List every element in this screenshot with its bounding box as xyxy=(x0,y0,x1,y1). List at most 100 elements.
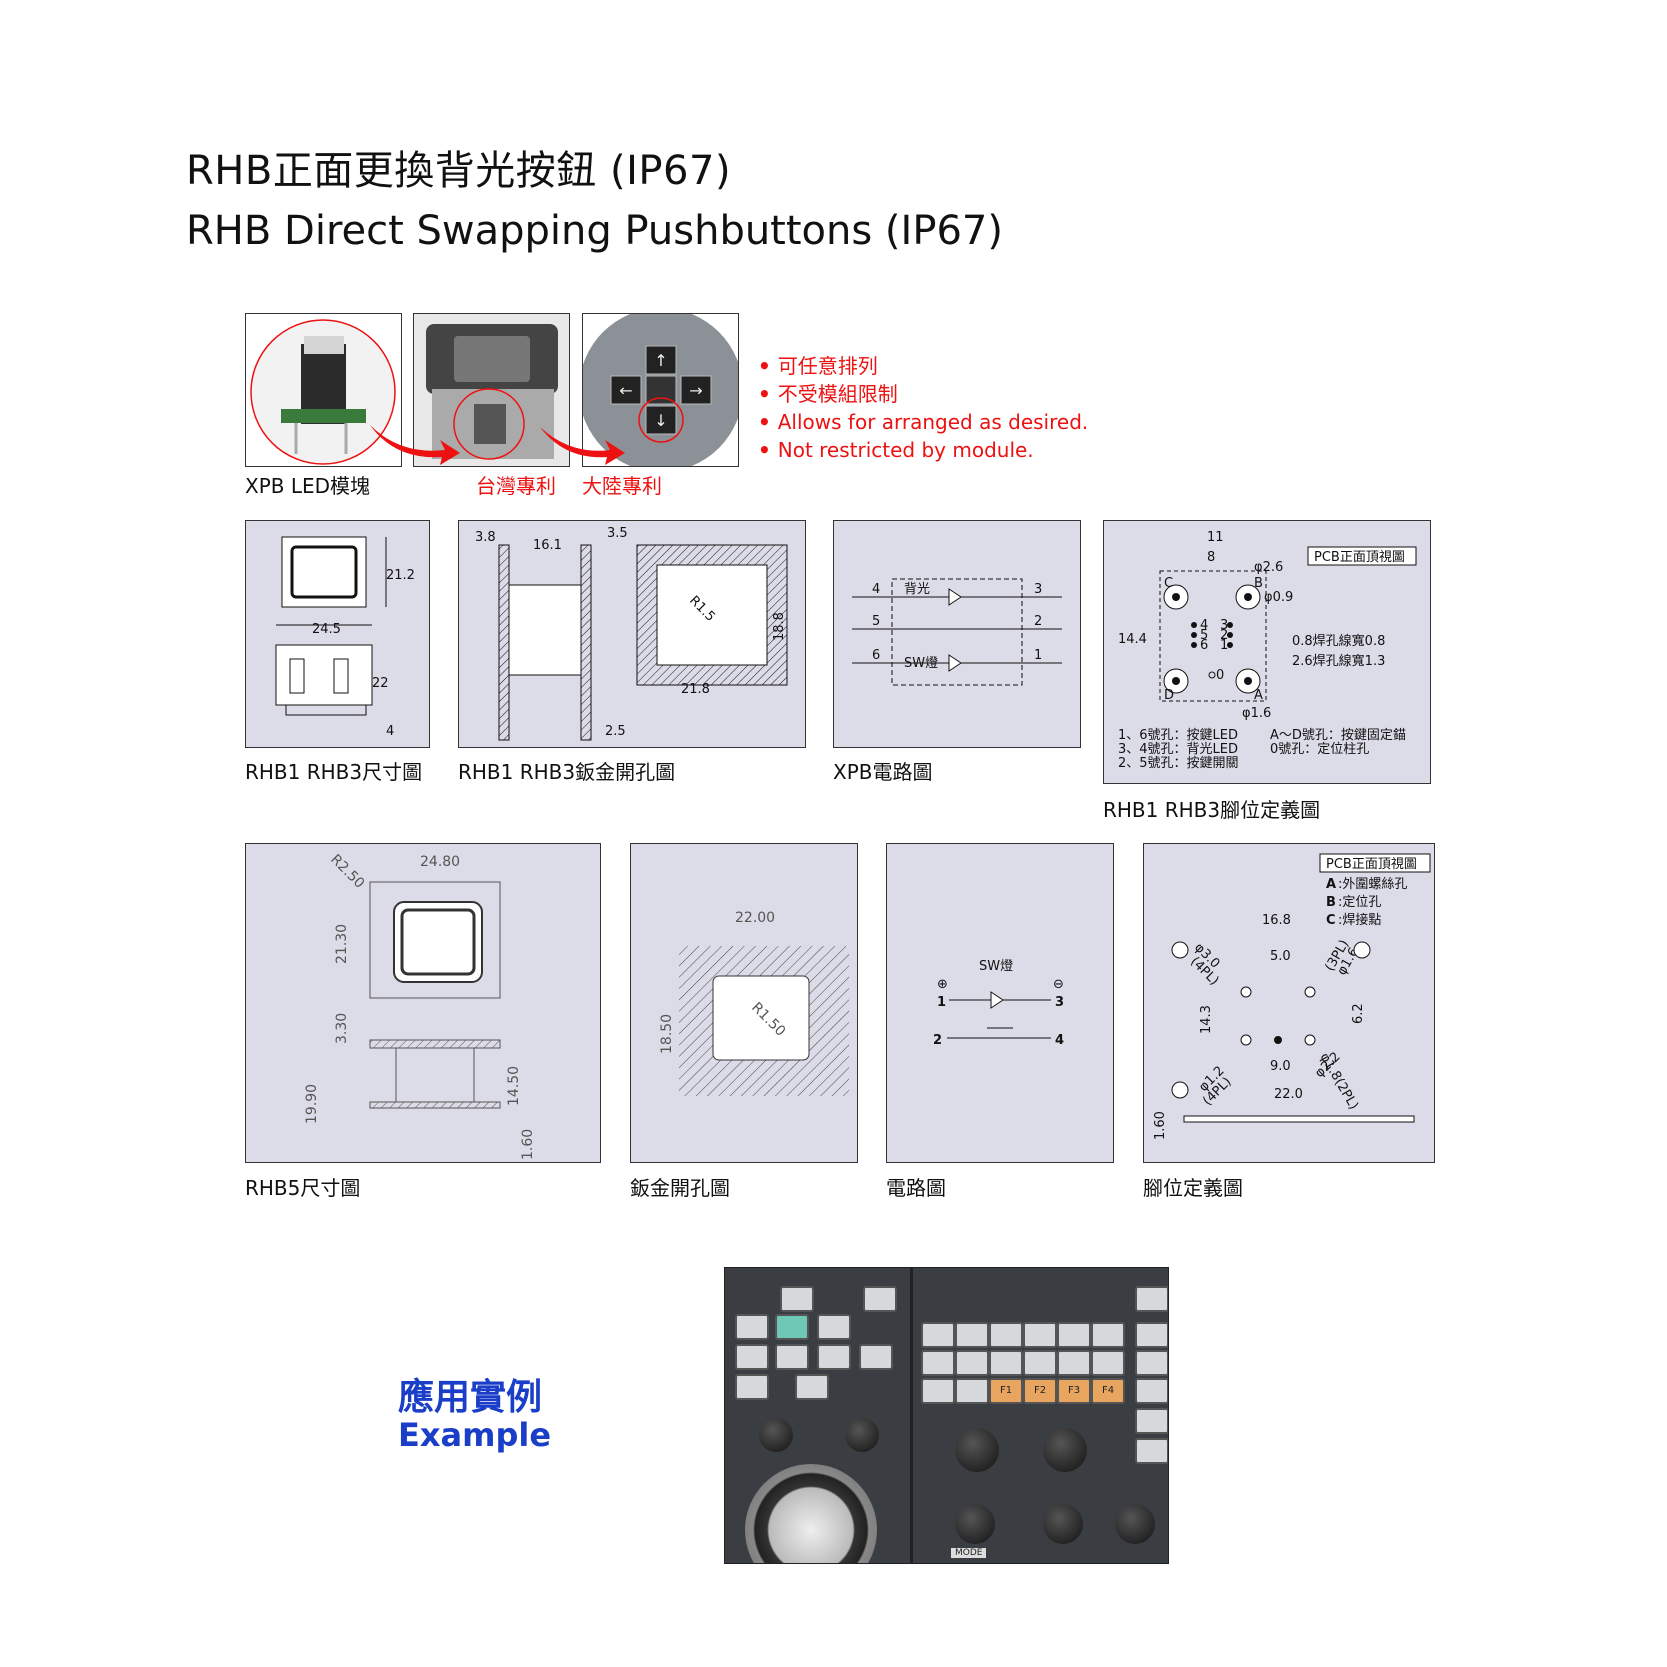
dim-144: 14.4 xyxy=(1118,632,1147,647)
pin-left-5: 5 xyxy=(1200,628,1208,643)
caption-taiwan-patent: 台灣專利 xyxy=(476,474,556,498)
plus-icon: ⊕ xyxy=(937,977,948,992)
dim-330: 3.30 xyxy=(334,1013,350,1044)
pin-6: 6 xyxy=(872,648,880,663)
dim-d1: 3.8 xyxy=(475,530,496,545)
dim-160b: 1.60 xyxy=(1153,1111,1168,1140)
dim-2200: 22.00 xyxy=(735,910,775,926)
legend-b: B xyxy=(1326,895,1336,910)
label-sw-lamp: SW燈 xyxy=(904,656,938,671)
legend-text-b: :定位孔 xyxy=(1338,895,1381,910)
mode-label: MODE xyxy=(951,1548,987,1558)
pinout-legend: 2、5號孔：按鍵開關 xyxy=(1118,755,1239,771)
dim-143: 14.3 xyxy=(1199,1005,1214,1034)
handwheel xyxy=(745,1464,877,1563)
dim-height: 21.2 xyxy=(386,568,415,583)
dim-1450: 14.50 xyxy=(506,1066,522,1106)
legend-text-a: :外圍螺絲孔 xyxy=(1338,877,1407,892)
caption-rhb5-cutout: 鈑金開孔圖 xyxy=(630,1176,730,1200)
pin-2: 2 xyxy=(1034,614,1042,629)
rhb5-cutout-drawing: 22.00 18.50 R1.50 xyxy=(630,843,858,1163)
dim-w2480: 24.80 xyxy=(420,854,460,870)
pinout-legend: 0號孔：定位柱孔 xyxy=(1270,742,1369,757)
dim-h2130: 21.30 xyxy=(334,924,350,964)
dim-pin: 4 xyxy=(386,724,394,739)
rhb1-pinout-diagram: PCB正面頂視圖 11 8 φ2.6 φ0.9 φ1.6 14.4 C B D … xyxy=(1103,520,1431,784)
term-3: 3 xyxy=(1055,995,1064,1010)
rhb5-pinout-diagram: PCB正面頂視圖 A :外圍螺絲孔 B :定位孔 C :焊接點 16.8 5.0… xyxy=(1143,843,1435,1163)
feature-item: Allows for arranged as desired. xyxy=(758,408,1089,436)
housing-illustration xyxy=(426,324,558,460)
right-arrow-icon: → xyxy=(689,381,702,400)
caption-china-patent: 大陸專利 xyxy=(582,474,662,498)
pinout-title: PCB正面頂視圖 xyxy=(1314,550,1405,565)
cnc-control-panel-photo: F1 F2 F3 F4 MODE xyxy=(724,1267,1169,1564)
pin-5: 5 xyxy=(872,614,880,629)
pin-right-1: 1 xyxy=(1220,638,1228,653)
example-title-zh: 應用實例 xyxy=(398,1377,543,1418)
caption-rhb5-circuit: 電路圖 xyxy=(886,1176,946,1200)
dim-90: 9.0 xyxy=(1270,1059,1291,1074)
dim-cut-h: 18.8 xyxy=(772,612,787,641)
feature-item: Not restricted by module. xyxy=(758,436,1088,464)
dim-1990: 19.90 xyxy=(304,1084,320,1124)
photo-keypad: ↑ ← → ↓ xyxy=(582,313,739,467)
pin-right-2: 2 xyxy=(1220,628,1228,643)
caption-rhb1-dimensions: RHB1 RHB3尺寸圖 xyxy=(245,760,423,784)
caption-module: XPB LED模塊 xyxy=(245,474,371,498)
pcb-title: PCB正面頂視圖 xyxy=(1326,857,1417,872)
title-chinese: RHB正面更換背光按鈕 (IP67) xyxy=(186,148,732,194)
term-2: 2 xyxy=(933,1033,942,1048)
pinout-legend: 1、6號孔：按鍵LED xyxy=(1118,727,1238,743)
up-arrow-icon: ↑ xyxy=(654,351,667,370)
module-illustration xyxy=(250,319,396,465)
caption-rhb5-dimensions: RHB5尺寸圖 xyxy=(245,1176,361,1200)
xpb-circuit-diagram: 4 5 6 3 2 1 背光 SW燈 xyxy=(833,520,1081,748)
dim-160: 1.60 xyxy=(520,1129,536,1160)
rhb1-dimension-drawing: 24.5 21.2 22 4 xyxy=(245,520,430,748)
dim-cut-w: 21.8 xyxy=(681,682,710,697)
pin-zero: 0 xyxy=(1216,668,1224,683)
hole-c: C xyxy=(1164,576,1173,591)
left-arrow-icon: ← xyxy=(619,381,632,400)
red-arrows xyxy=(370,425,625,465)
dim-r250: R2.50 xyxy=(327,852,367,892)
dim-d2: 16.1 xyxy=(533,538,562,553)
keypad-illustration: ↑ ← → ↓ xyxy=(583,314,738,466)
dim-168: 16.8 xyxy=(1262,913,1291,928)
caption-rhb1-cutout: RHB1 RHB3鈑金開孔圖 xyxy=(458,760,676,784)
dim-phi16: φ1.6 xyxy=(1242,706,1271,721)
pin-4: 4 xyxy=(872,582,880,597)
feature-item: 不受模組限制 xyxy=(758,380,1088,408)
label-backlight: 背光 xyxy=(904,582,930,597)
photo-xpb-module xyxy=(245,313,402,467)
dim-d3: 3.5 xyxy=(607,526,628,541)
feature-item: 可任意排列 xyxy=(758,352,1088,380)
legend-text-c: :焊接點 xyxy=(1338,912,1381,928)
f4-key: F4 xyxy=(1091,1378,1125,1404)
hole-d: D xyxy=(1164,688,1174,703)
title-english: RHB Direct Swapping Pushbuttons (IP67) xyxy=(186,208,1003,254)
example-title-en: Example xyxy=(398,1416,552,1454)
legend-c: C xyxy=(1326,913,1336,928)
legend-a: A xyxy=(1326,877,1336,892)
pin-1: 1 xyxy=(1034,648,1042,663)
down-arrow-icon: ↓ xyxy=(654,411,667,430)
f1-key: F1 xyxy=(989,1378,1023,1404)
feature-list: 可任意排列 不受模組限制 Allows for arranged as desi… xyxy=(758,352,1089,464)
term-4: 4 xyxy=(1055,1033,1064,1048)
pinout-note-1: 0.8焊孔線寬0.8 xyxy=(1292,633,1385,649)
dim-8: 8 xyxy=(1207,550,1215,565)
pin-left-6: 6 xyxy=(1200,638,1208,653)
dim-11: 11 xyxy=(1207,530,1224,545)
dim-62: 6.2 xyxy=(1351,1003,1366,1024)
caption-rhb1-pinout: RHB1 RHB3腳位定義圖 xyxy=(1103,798,1321,822)
dim-220: 22.0 xyxy=(1274,1087,1303,1102)
minus-icon: ⊖ xyxy=(1053,977,1064,992)
dim-50: 5.0 xyxy=(1270,949,1291,964)
dim-width: 24.5 xyxy=(312,622,341,637)
sw-lamp-label: SW燈 xyxy=(979,959,1013,974)
rhb5-dimension-drawing: R2.50 24.80 21.30 3.30 19.90 14.50 1.60 xyxy=(245,843,601,1163)
dim-phi09: φ0.9 xyxy=(1264,590,1293,605)
f2-key: F2 xyxy=(1023,1378,1057,1404)
